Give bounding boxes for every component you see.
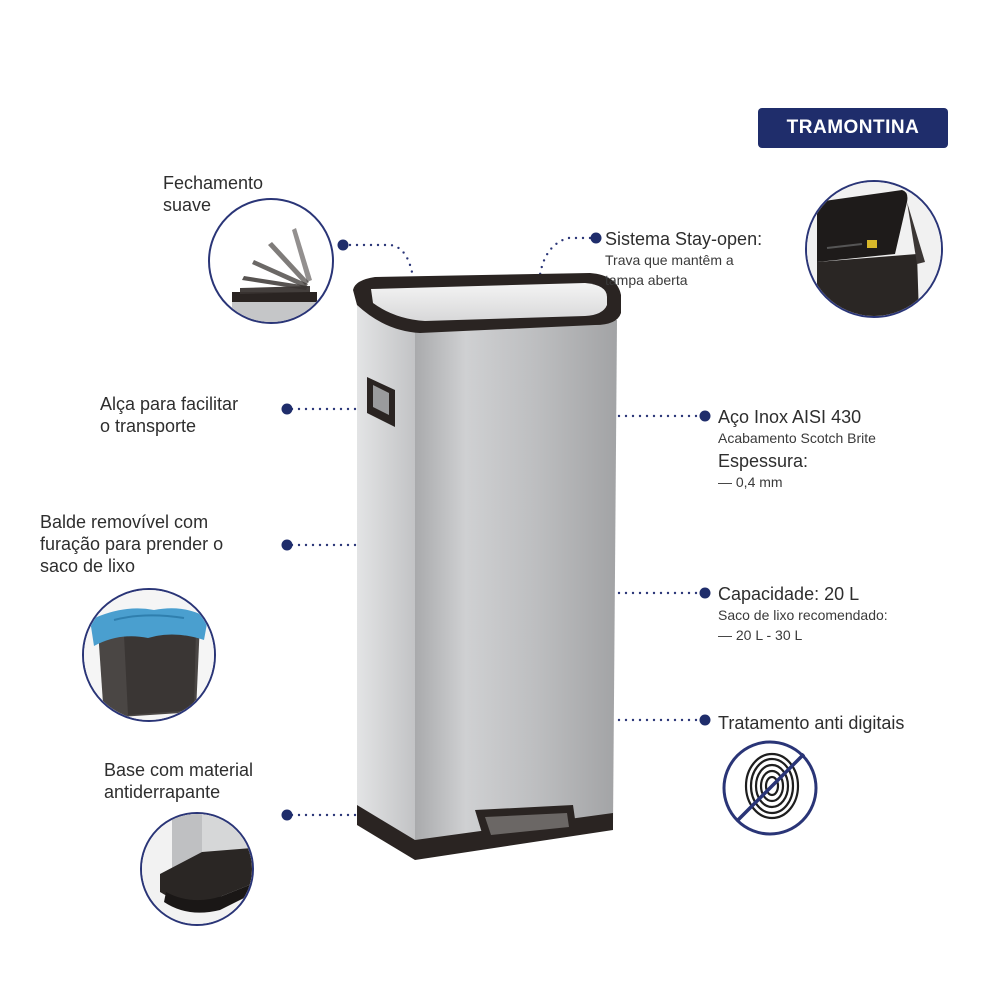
stay-open-lid-icon [805, 180, 943, 318]
trash-bin-image [353, 273, 621, 860]
removable-bucket-icon [82, 588, 216, 722]
anti-fingerprint-title: Tratamento anti digitais [718, 713, 905, 733]
bucket-line1: Balde removível com [40, 512, 209, 532]
handle-line2: o transporte [100, 416, 197, 436]
base-label: Base com material antiderrapante [104, 759, 253, 803]
stay-open-sub1: Trava que mantêm a [605, 252, 734, 268]
capacity-sub2: — 20 L - 30 L [718, 627, 803, 643]
stay-open-sub2: tampa aberta [605, 272, 688, 288]
base-line1: Base com material [104, 760, 254, 780]
soft-close-lid-icon [208, 198, 334, 324]
brand-logo: TRAMONTINA [758, 108, 948, 148]
stay-open-text: Sistema Stay-open: Trava que mantêm a ta… [605, 228, 762, 290]
handle-line1: Alça para facilitar [100, 394, 239, 414]
dot-bucket [281, 539, 293, 551]
steel-title: Aço Inox AISI 430 [718, 407, 862, 427]
bucket-line2: furação para prender o [40, 534, 224, 554]
no-fingerprint-icon [722, 740, 818, 836]
dot-capacity [699, 587, 711, 599]
steel-text: Aço Inox AISI 430 Acabamento Scotch Brit… [718, 406, 876, 492]
steel-thickness-value: — 0,4 mm [718, 474, 783, 490]
dot-stay-open [590, 232, 602, 244]
dot-handle [281, 403, 293, 415]
bucket-label: Balde removível com furação para prender… [40, 511, 223, 577]
dot-steel [699, 410, 711, 422]
soft-close-line2: suave [163, 195, 212, 215]
dot-anti-fingerprint [699, 714, 711, 726]
handle-label: Alça para facilitar o transporte [100, 393, 238, 437]
base-line2: antiderrapante [104, 782, 221, 802]
bucket-line3: saco de lixo [40, 556, 136, 576]
stay-open-title: Sistema Stay-open: [605, 229, 763, 249]
capacity-title: Capacidade: 20 L [718, 584, 860, 604]
capacity-sub1: Saco de lixo recomendado: [718, 607, 888, 623]
dot-base [281, 809, 293, 821]
soft-close-line1: Fechamento [163, 173, 264, 193]
soft-close-label: Fechamento suave [163, 172, 263, 216]
non-slip-base-icon [140, 812, 254, 926]
steel-thickness-label: Espessura: [718, 451, 809, 471]
capacity-text: Capacidade: 20 L Saco de lixo recomendad… [718, 583, 888, 645]
steel-finish: Acabamento Scotch Brite [718, 430, 876, 446]
dot-soft-close [337, 239, 349, 251]
